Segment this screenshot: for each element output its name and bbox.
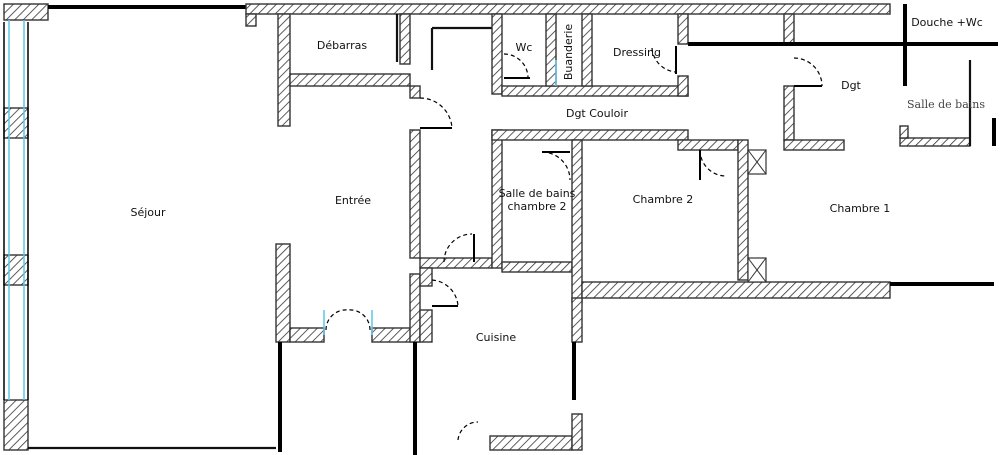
room-label-dgt-couloir: Dgt Couloir bbox=[566, 107, 628, 120]
room-label-buanderie: Buanderie bbox=[562, 24, 575, 81]
room-label-chambre1: Chambre 1 bbox=[830, 202, 891, 215]
room-label-sejour: Séjour bbox=[130, 206, 166, 219]
dressing-door[interactable] bbox=[651, 46, 677, 74]
dgt-door[interactable] bbox=[793, 57, 823, 87]
room-label-chambre2: Chambre 2 bbox=[633, 193, 694, 206]
room-label-wc: Wc bbox=[516, 41, 533, 54]
sdb-chambre2-door[interactable] bbox=[541, 151, 571, 181]
cuisine-door[interactable] bbox=[431, 279, 459, 307]
cuisine-walls bbox=[419, 267, 583, 451]
room-label-sdb-chambre2-line1: Salle de bains bbox=[499, 187, 576, 200]
top-exterior-wall bbox=[245, 3, 891, 27]
dgt-walls bbox=[783, 13, 971, 151]
room-label-debarras: Débarras bbox=[317, 39, 368, 52]
room-label-dressing: Dressing bbox=[613, 46, 661, 59]
sejour-facade bbox=[3, 3, 49, 451]
entree-corridor-door[interactable] bbox=[419, 97, 453, 129]
wc-buanderie-dressing-walls bbox=[491, 13, 689, 97]
entree-double-door[interactable] bbox=[325, 309, 371, 331]
chambre1-ducts bbox=[747, 149, 767, 283]
room-label-entree: Entrée bbox=[335, 194, 371, 207]
room-label-sdb-chambre2-line2: chambre 2 bbox=[507, 200, 566, 213]
corridor-lower-door[interactable] bbox=[443, 233, 475, 263]
corridor-walls bbox=[419, 26, 689, 273]
chambre2-walls bbox=[571, 139, 891, 303]
wc-door[interactable] bbox=[503, 53, 530, 79]
room-label-salle-de-bains: Salle de bains bbox=[907, 98, 985, 111]
room-label-cuisine: Cuisine bbox=[476, 331, 516, 344]
chambre2-door[interactable] bbox=[699, 149, 727, 180]
room-label-douche-wc: Douche +Wc bbox=[911, 16, 983, 29]
debarras-walls bbox=[277, 13, 411, 127]
entree-walls bbox=[275, 85, 421, 343]
room-label-dgt: Dgt bbox=[841, 79, 861, 92]
cuisine-lower-door[interactable] bbox=[457, 421, 479, 441]
